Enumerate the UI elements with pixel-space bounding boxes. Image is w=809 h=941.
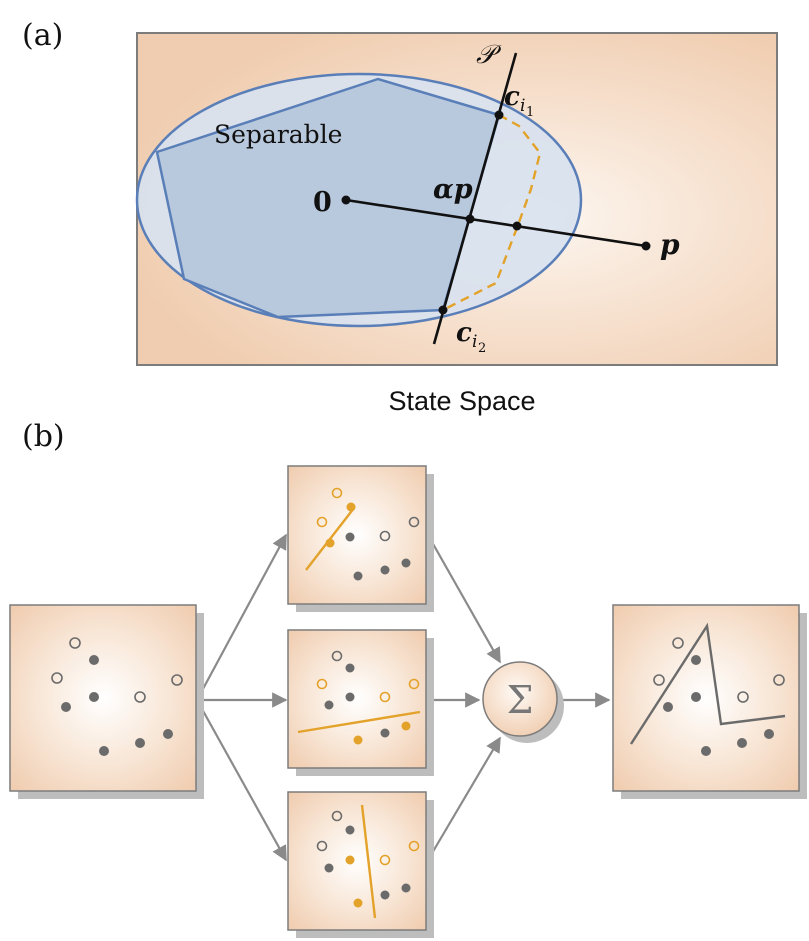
filled-point (89, 655, 99, 665)
open-point (773, 674, 785, 686)
filled-point (353, 735, 363, 745)
hyperplane-line (432, 52, 518, 345)
svg-text:c: c (456, 318, 472, 348)
ray-line (345, 198, 647, 248)
state-space-caption: State Space (388, 386, 535, 416)
open-point (171, 674, 183, 686)
svg-text:1: 1 (526, 105, 534, 120)
open-point (408, 840, 420, 852)
arrow-input-to-top (196, 533, 287, 701)
flow-arrows (196, 533, 611, 862)
svg-text:c: c (504, 82, 520, 112)
open-point (408, 678, 420, 690)
filled-point (663, 702, 673, 712)
filled-point (737, 738, 747, 748)
filled-point (380, 728, 390, 738)
input-box-frame (9, 604, 197, 792)
classifier-box-bottom (287, 791, 434, 938)
sum-node: Σ (482, 661, 564, 743)
filled-point (401, 721, 411, 731)
output-data-box (612, 604, 807, 799)
open-point (379, 530, 391, 542)
sum-node-circle (482, 661, 558, 737)
filled-point (401, 883, 411, 893)
cap-dashed-line (442, 113, 542, 312)
classifier-box-top (287, 465, 434, 612)
open-point (408, 516, 420, 528)
filled-point (764, 729, 774, 739)
filled-point (99, 746, 109, 756)
boundary-point (512, 221, 522, 231)
filled-point (345, 825, 355, 835)
open-point (379, 854, 391, 866)
filled-point (380, 565, 390, 575)
filled-point (345, 532, 355, 542)
panel-a-tag: (a) (22, 18, 63, 53)
filled-point (691, 655, 701, 665)
arrow-top-to-sum (427, 534, 501, 664)
filled-point (401, 558, 411, 568)
top-box-frame (287, 465, 427, 605)
filled-point (691, 692, 701, 702)
open-point (316, 516, 328, 528)
open-point (51, 672, 63, 684)
open-point (379, 691, 391, 703)
combined-boundary-line (629, 622, 786, 745)
c1-point (494, 110, 504, 120)
open-point (672, 637, 684, 649)
bottom-box-frame (287, 791, 427, 931)
open-point (331, 650, 343, 662)
c2-point (438, 305, 448, 315)
orange-separator-line (360, 804, 377, 919)
svg-text:i: i (520, 96, 525, 116)
orange-separator-line (297, 710, 421, 734)
classifier-box-middle (287, 629, 434, 776)
filled-point (701, 746, 711, 756)
panel-b: (b) (9, 419, 807, 938)
p-label: p (660, 228, 680, 261)
open-point (316, 678, 328, 690)
arrow-bottom-to-sum (427, 736, 501, 861)
filled-point (353, 898, 363, 908)
filled-point (324, 700, 334, 710)
separable-label: Separable (214, 120, 342, 149)
filled-point (89, 692, 99, 702)
open-point (134, 691, 146, 703)
panel-a: (a) Separable 0 αp p 𝒫 c i 1 c (22, 18, 778, 416)
filled-point (345, 692, 355, 702)
filled-point (135, 738, 145, 748)
p-point (641, 241, 651, 251)
open-point (331, 487, 343, 499)
origin-point (341, 195, 351, 205)
filled-point (61, 702, 71, 712)
filled-point (380, 890, 390, 900)
open-point (69, 637, 81, 649)
filled-point (345, 855, 355, 865)
filled-point (346, 502, 356, 512)
filled-point (163, 729, 173, 739)
open-point (331, 810, 343, 822)
c2-label: c i 2 (456, 318, 486, 356)
filled-point (353, 571, 363, 581)
open-point (653, 674, 665, 686)
svg-text:2: 2 (478, 341, 486, 356)
open-point (316, 840, 328, 852)
filled-point (325, 538, 335, 548)
filled-point (345, 663, 355, 673)
output-box-frame (612, 604, 800, 792)
sum-symbol: Σ (507, 678, 534, 722)
open-point (737, 691, 749, 703)
svg-text:i: i (472, 332, 477, 352)
middle-box-frame (287, 629, 427, 769)
c1-label: c i 1 (504, 82, 534, 120)
alpha-p-label: αp (433, 174, 473, 205)
alpha-p-point (465, 214, 475, 224)
arrow-input-to-bottom (196, 699, 287, 862)
filled-point (324, 863, 334, 873)
origin-label: 0 (313, 187, 332, 218)
input-data-box (9, 604, 204, 799)
panel-b-tag: (b) (22, 419, 65, 454)
